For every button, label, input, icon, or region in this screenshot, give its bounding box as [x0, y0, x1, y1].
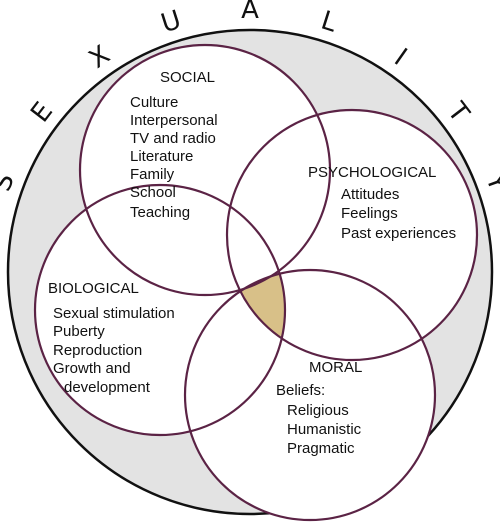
title-letter: L — [317, 6, 340, 39]
social-item: Teaching — [130, 204, 190, 221]
social-item: Family — [130, 166, 175, 183]
psychological-item: Past experiences — [341, 225, 456, 242]
social-item: Interpersonal — [130, 112, 218, 129]
social-item: School — [130, 184, 176, 201]
circle-outlines — [33, 43, 479, 522]
moral-item: Beliefs: — [276, 382, 325, 399]
title-letter: X — [84, 40, 116, 75]
title-letter: Y — [479, 169, 500, 195]
social-item: Culture — [130, 94, 178, 111]
title-letter: I — [389, 43, 412, 72]
biological-item: Growth and — [53, 360, 131, 377]
social-item: TV and radio — [130, 130, 216, 147]
psychological-item: Attitudes — [341, 186, 399, 203]
title-letter: T — [441, 96, 475, 128]
psychological-circle — [225, 108, 479, 362]
social-item: Literature — [130, 148, 193, 165]
social-heading: SOCIAL — [160, 69, 215, 86]
circle-fills — [35, 45, 477, 520]
biological-item: Puberty — [53, 323, 105, 340]
title-letter: E — [25, 97, 59, 128]
biological-item: development — [64, 379, 151, 396]
psychological-item: Feelings — [341, 205, 398, 222]
social-circle — [78, 43, 332, 297]
title-letter: S — [0, 170, 21, 196]
biological-heading: BIOLOGICAL — [48, 280, 139, 297]
psychological-heading: PSYCHOLOGICAL — [308, 164, 436, 181]
moral-item: Pragmatic — [287, 440, 355, 457]
title-letter: U — [158, 5, 185, 39]
moral-circle-fill — [185, 270, 435, 520]
biological-item: Reproduction — [53, 342, 142, 359]
moral-item: Religious — [287, 402, 349, 419]
title-letter: A — [241, 0, 259, 25]
moral-heading: MORAL — [309, 359, 362, 376]
moral-circle — [183, 268, 437, 522]
moral-item: Humanistic — [287, 421, 362, 438]
biological-item: Sexual stimulation — [53, 305, 175, 322]
biological-circle — [33, 183, 287, 437]
